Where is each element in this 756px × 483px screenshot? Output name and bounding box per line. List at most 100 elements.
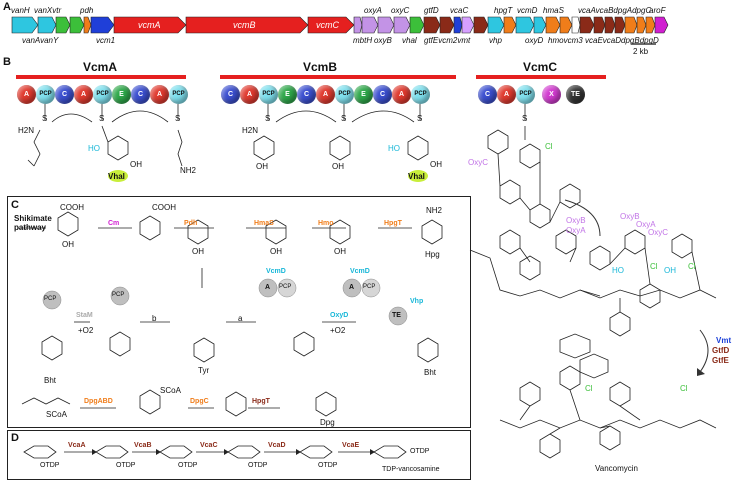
domain-PCP: PCP [93,85,112,104]
enzyme-hpgt-2: HpgT [252,398,270,405]
gene-vcmC [307,16,355,34]
bht-label-2: Bht [424,368,437,377]
cooh-label-1: COOH [60,203,84,212]
enzyme-hmo: Hmo [318,220,334,227]
module-title-vcmA: VcmA [82,60,117,74]
s-label-3: S [175,114,181,123]
enzyme-vcab: VcaB [134,442,152,449]
te-sphere: TE [392,312,401,319]
enzyme-vhp: Vhp [410,298,424,305]
domain-A: A [150,85,169,104]
gene-label-vcaAvcaBdpgAdpgC: vcaAvcaBdpgAdpgC [578,6,652,15]
nh2-label: NH2 [180,166,197,175]
gene-label-oxyC: oxyC [391,6,410,15]
domain-PCP: PCP [411,85,430,104]
step-b: b [152,314,157,323]
domain-E: E [112,85,131,104]
gene-label-gtfD: gtfD [424,6,439,15]
scoa-label-2: SCoA [160,386,181,395]
domain-C: C [131,85,150,104]
gene-hpgT [503,16,517,34]
s-label-4: S [265,114,271,123]
gene-vanX [55,16,71,34]
module-bar-vcmC [476,75,606,79]
a-sphere-1: A [265,284,271,291]
gene-label-vcmB: vcmB [233,20,256,30]
oxyc-label-1: OxyC [468,158,488,167]
gene-aroF [654,16,669,34]
pcp-label-2: PCP [112,292,125,298]
step-a: a [238,314,243,323]
enzyme-vcae: VcaE [342,442,360,449]
module-bar-vcmB [220,75,456,79]
gene-oxyA [361,16,379,34]
vmt-label: Vmt [716,336,732,345]
ho-label-3: HO [612,266,624,275]
oxya-label-2: OxyA [636,220,656,229]
module-title-vcmB: VcmB [302,60,337,74]
domain-C: C [55,85,74,104]
oxya-label-1: OxyA [566,226,586,235]
gene-label-oxyB: oxyB [374,36,392,45]
domain-A: A [392,85,411,104]
domain-PCP: PCP [36,85,55,104]
domain-A: A [316,85,335,104]
gene-vanA [37,16,57,34]
s-label-5: S [341,114,347,123]
enzyme-hmas: HmaS [254,220,274,227]
gene-vtr [83,16,92,34]
otdp-label-3: OTDP [178,462,198,469]
s-label-2: S [99,114,105,123]
oh-label-c4: OH [334,247,346,256]
otdp-label-5: OTDP [318,462,338,469]
a-sphere-2: A [349,284,355,291]
cl-label-2: Cl [650,262,658,271]
vancomycin-label: Vancomycin [595,464,638,473]
vhal-label-2: Vhal [408,172,425,181]
panel-a-letter: A [3,1,11,13]
cl-label-1: Cl [545,142,553,151]
gene-vcaE [593,16,606,34]
h2n-label-2: H2N [242,126,259,135]
domain-X: X [542,85,561,104]
pcp-label-3: PCP [279,284,292,290]
shikimate-label: Shikimate pathway [14,214,52,232]
gtfe-label: GtfE [712,356,729,365]
module-bar-vcmA [16,75,186,79]
domain-C: C [373,85,392,104]
gene-label-oxyD: oxyD [525,36,544,45]
gene-label-vhal: vhal [402,36,417,45]
gene-vcm2 [453,16,463,34]
gene-dpgA [624,16,638,34]
oh-label-c3: OH [270,247,282,256]
gene-vcm1 [90,16,115,34]
gene-label-vcm1: vcm1 [96,36,116,45]
gene-label-gtfEvcm2vmt: gtfEvcm2vmt [424,36,471,45]
gene-label-vanH: vanH [11,6,30,15]
enzyme-oxyd: OxyD [330,312,349,319]
gene-vcmA [113,16,187,34]
oh-label-1: OH [130,160,142,169]
gene-oxyC [393,16,411,34]
panel-c-box [7,196,471,428]
gene-vmt [461,16,475,34]
gene-vcm3 [571,16,581,34]
pcp-label-1: PCP [44,296,57,302]
otdp-label-2: OTDP [116,462,136,469]
gene-label-oxyA: oxyA [364,6,382,15]
gene-oxyD [533,16,547,34]
s-label-7: S [522,114,528,123]
cl-label-4: Cl [585,384,593,393]
gene-vhp [487,16,505,34]
oh-label-4: OH [430,160,442,169]
o2-label-2: +O2 [330,326,346,335]
gene-vcmB [185,16,309,34]
module-title-vcmC: VcmC [522,60,557,74]
gene-label-mbtH: mbtH [353,36,373,45]
domain-A: A [240,85,259,104]
gene-mbtH [353,16,363,34]
oh-label-c1: OH [62,240,74,249]
s-label-1: S [42,114,48,123]
